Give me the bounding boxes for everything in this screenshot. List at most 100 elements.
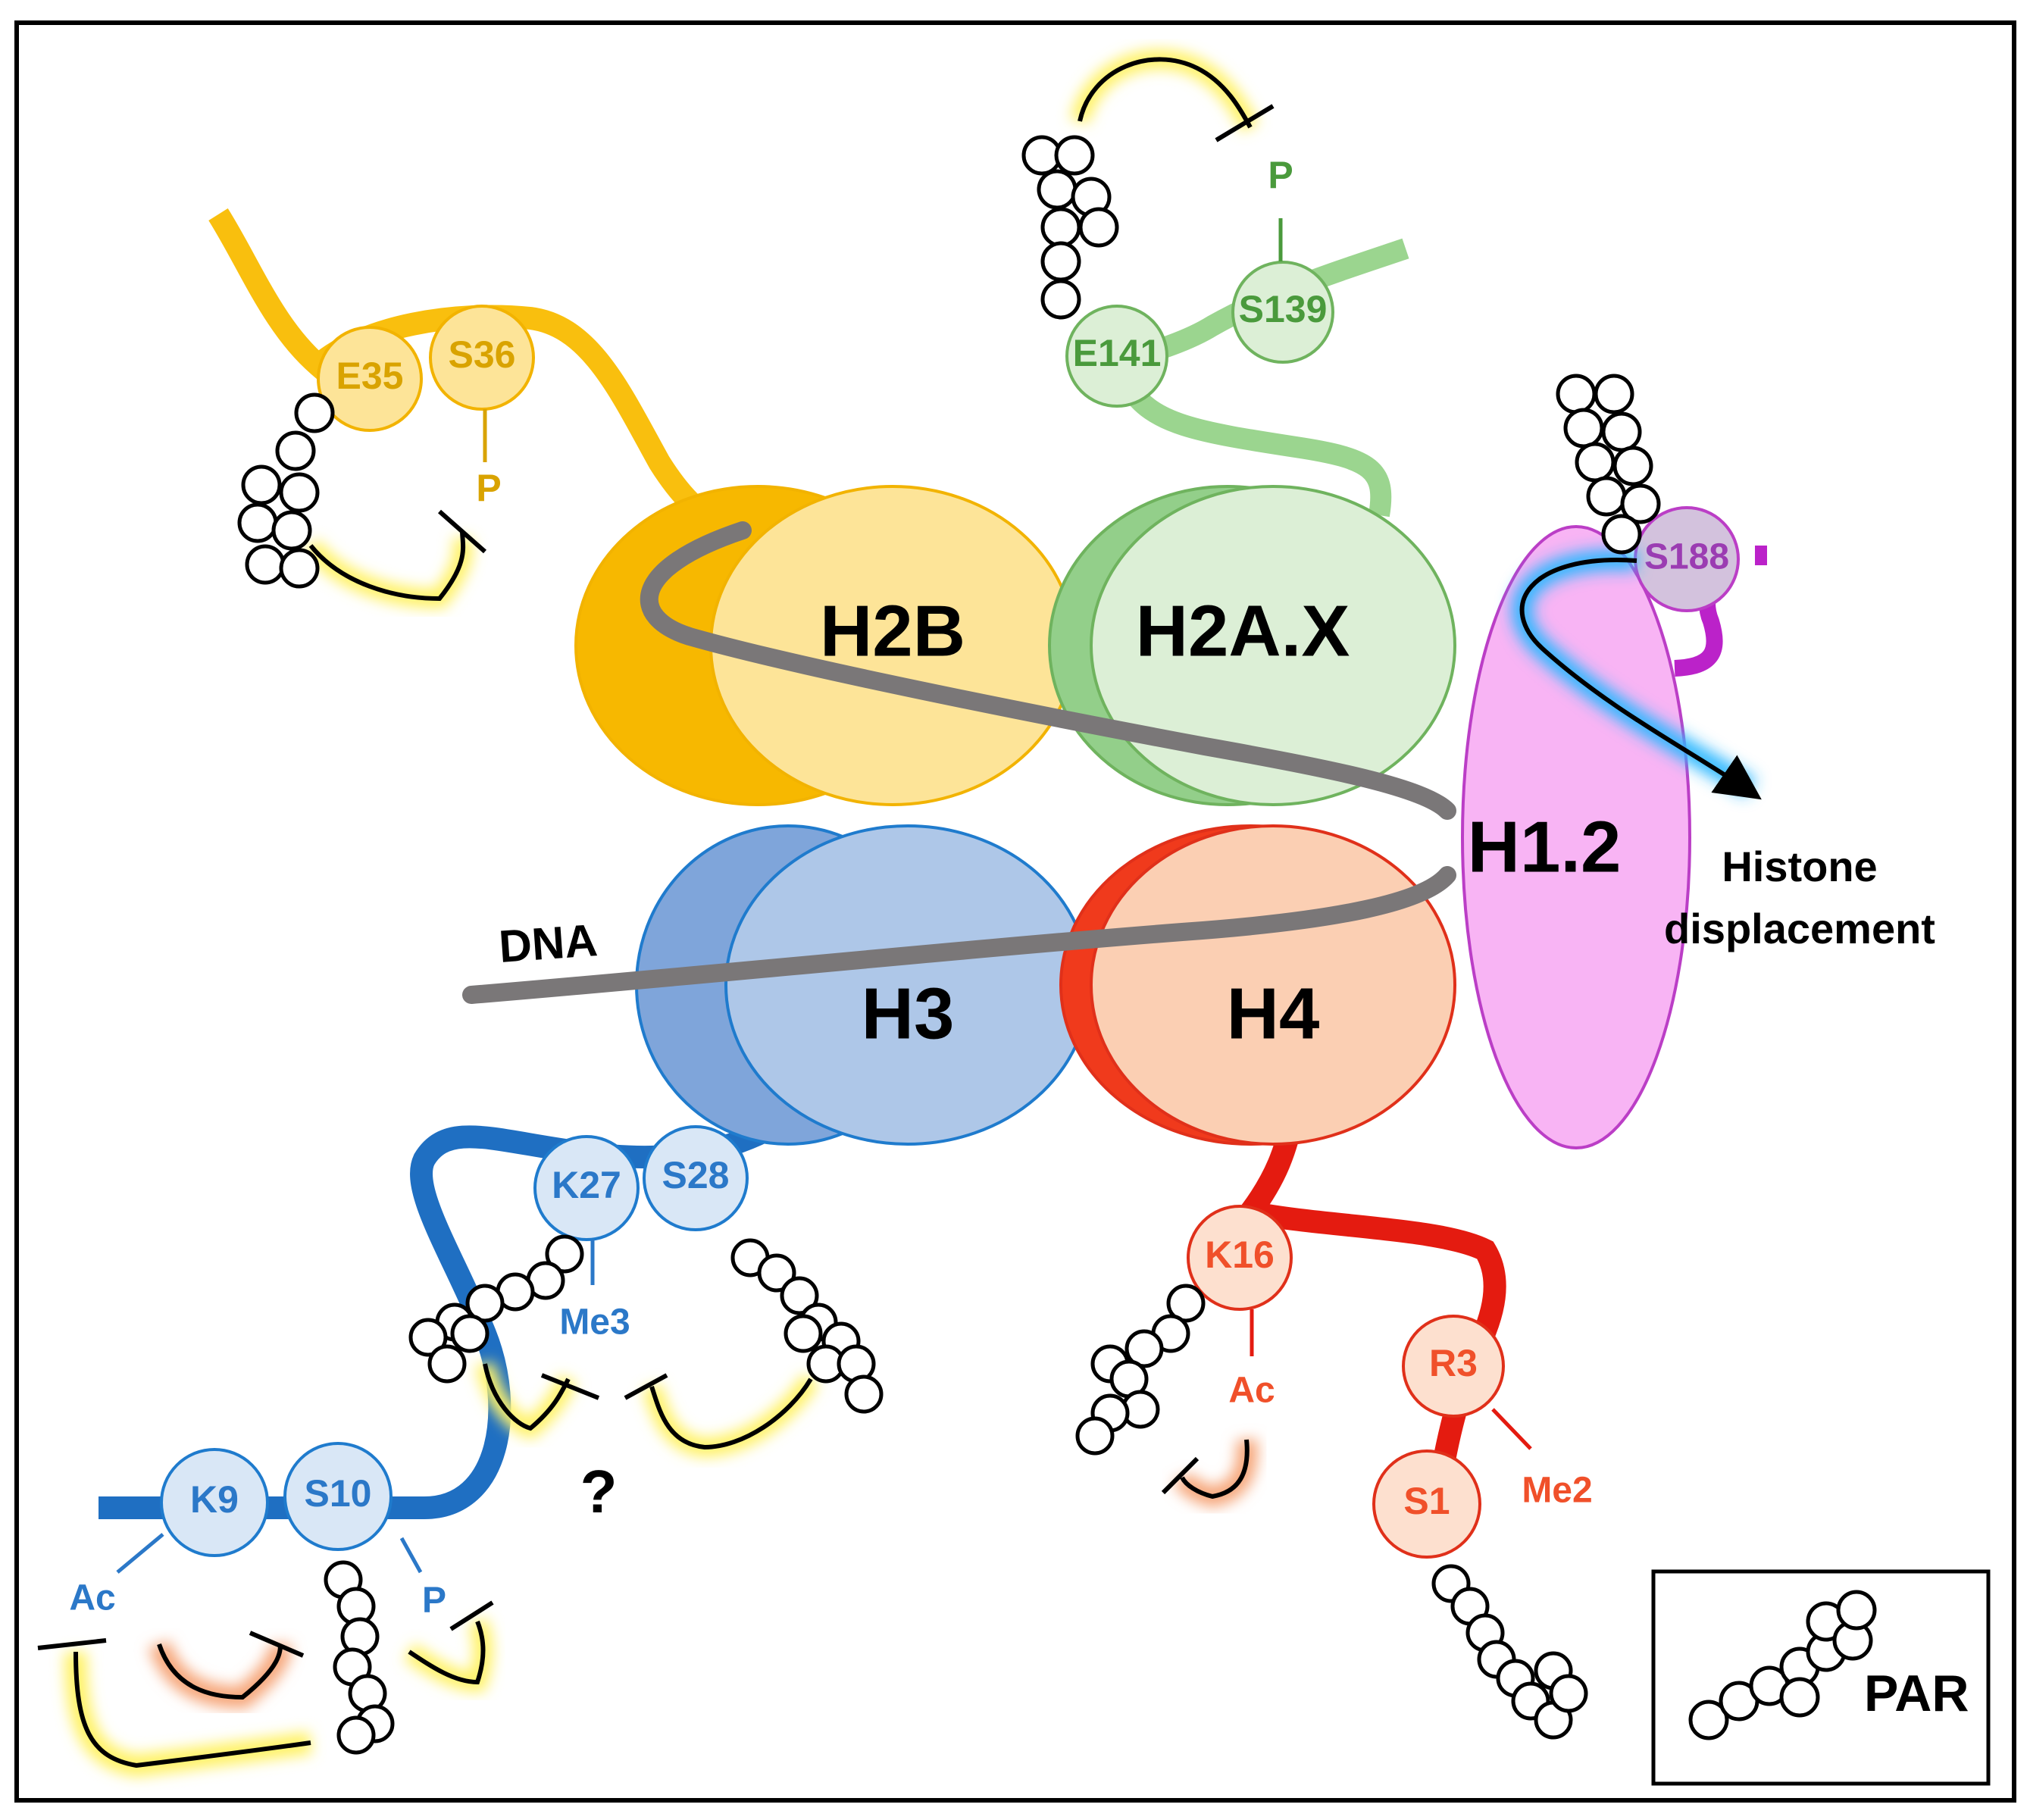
par-bead — [336, 1715, 376, 1755]
residue-s36 — [429, 305, 535, 411]
par-bead — [241, 464, 282, 505]
k27-mod-me3: Me3 — [559, 1302, 630, 1343]
par-bead — [279, 548, 320, 589]
par-bead — [1075, 1416, 1115, 1456]
h3-k27-inhibitions — [475, 1362, 820, 1458]
par-bead — [465, 1284, 505, 1323]
s139-mod-p: P — [1268, 154, 1293, 196]
residue-k9-label: K9 — [190, 1478, 239, 1521]
par-bead — [1040, 207, 1081, 248]
par-bead — [1037, 169, 1078, 210]
s10-mod-link — [399, 1537, 423, 1574]
par-h1 — [1556, 374, 1661, 555]
par-bead — [1586, 476, 1627, 517]
s10-mod-p: P — [422, 1581, 446, 1621]
dna-strand — [462, 521, 1456, 1004]
par-bead — [1601, 514, 1642, 555]
h4-tail — [1230, 1096, 1506, 1487]
par-bead — [427, 1344, 467, 1384]
residue-r3 — [1402, 1315, 1505, 1418]
par-bead — [757, 1253, 796, 1293]
par-bead — [1124, 1329, 1164, 1368]
h1-linker — [1461, 525, 1691, 1149]
par-bead — [1556, 374, 1597, 414]
par-h3-k27 — [408, 1234, 584, 1384]
par-h2b — [237, 392, 335, 589]
k9-mod-link — [116, 1533, 164, 1574]
par-bead — [275, 430, 316, 471]
residue-k16 — [1187, 1205, 1293, 1311]
figure-frame — [14, 20, 2016, 1803]
residue-s10-label: S10 — [305, 1472, 372, 1515]
h2b-tail — [208, 208, 759, 546]
label-h2ax: H2A.X — [1136, 590, 1350, 671]
h4-inhibition-bar — [1161, 1456, 1200, 1495]
h3-k9-s10-inhibitions — [37, 1600, 494, 1778]
displacement-label-line2: displacement — [1664, 905, 1935, 952]
par-h3-s10 — [324, 1560, 395, 1755]
displacement-arrow — [1519, 558, 1762, 800]
par-bead — [1620, 483, 1661, 524]
par-bead — [784, 1314, 823, 1353]
residue-s1-label: S1 — [1403, 1480, 1450, 1522]
residue-r3-label: R3 — [1429, 1342, 1478, 1384]
residue-s36-label: S36 — [449, 333, 516, 376]
par-bead — [1594, 374, 1634, 414]
par-bead — [408, 1318, 448, 1357]
label-dna: DNA — [497, 915, 599, 972]
h2b-inhibition-bar — [438, 509, 486, 554]
par-bead — [1166, 1284, 1206, 1323]
par-bead — [1575, 442, 1616, 483]
r3-mod-me2: Me2 — [1522, 1471, 1592, 1511]
h1-tail-end — [1755, 546, 1767, 565]
residue-e35-label: E35 — [336, 355, 404, 397]
residue-e35 — [317, 326, 423, 432]
legend-par-bead — [1836, 1590, 1877, 1631]
h2b-inhibition — [308, 530, 466, 602]
par-bead — [279, 472, 320, 513]
legend-label: PAR — [1864, 1665, 1969, 1722]
k16-mod-ac: Ac — [1228, 1371, 1275, 1411]
par-bead — [1040, 279, 1081, 320]
label-h2b: H2B — [820, 590, 965, 671]
residue-k27 — [533, 1135, 640, 1241]
h2ax-core — [1090, 485, 1456, 806]
h2ax-inhibition-bar — [1215, 104, 1275, 142]
h2ax-inhibition-glow — [1070, 49, 1259, 133]
par-bead — [245, 544, 286, 585]
residue-s10 — [283, 1442, 393, 1551]
s36-mod-p: P — [476, 467, 501, 509]
residue-s188-label: S188 — [1644, 537, 1729, 577]
par-bead — [1612, 446, 1653, 486]
par-bead — [1054, 135, 1095, 176]
residue-e141 — [1065, 305, 1168, 408]
par-bead — [1040, 241, 1081, 282]
residue-s28-label: S28 — [662, 1154, 730, 1196]
legend-par-icon — [1688, 1590, 1877, 1740]
residue-k16-label: K16 — [1205, 1234, 1275, 1276]
k9-mod-ac: Ac — [69, 1578, 115, 1618]
par-h4-s1 — [1431, 1564, 1588, 1740]
legend-par-bead — [1779, 1677, 1820, 1718]
par-bead — [780, 1276, 819, 1315]
par-bead — [545, 1234, 584, 1274]
par-bead — [271, 510, 312, 551]
par-bead — [1549, 1674, 1588, 1713]
par-chains — [237, 135, 1661, 1755]
par-h2ax — [1021, 135, 1119, 320]
residue-s28 — [643, 1125, 749, 1231]
par-bead — [1601, 411, 1642, 452]
residue-e141-label: E141 — [1073, 332, 1162, 374]
par-bead — [1563, 408, 1604, 449]
h2ax-tail-lower — [1120, 380, 1392, 518]
par-bead — [294, 392, 335, 433]
h2ax-inhibition — [1078, 57, 1253, 129]
legend-par-bead — [1688, 1700, 1729, 1740]
h3-question-mark: ? — [580, 1458, 618, 1525]
label-h1: H1.2 — [1468, 806, 1622, 887]
residue-k27-label: K27 — [552, 1164, 621, 1206]
par-h3-s28 — [730, 1238, 884, 1414]
residue-k9 — [160, 1448, 269, 1557]
par-bead — [844, 1374, 884, 1414]
